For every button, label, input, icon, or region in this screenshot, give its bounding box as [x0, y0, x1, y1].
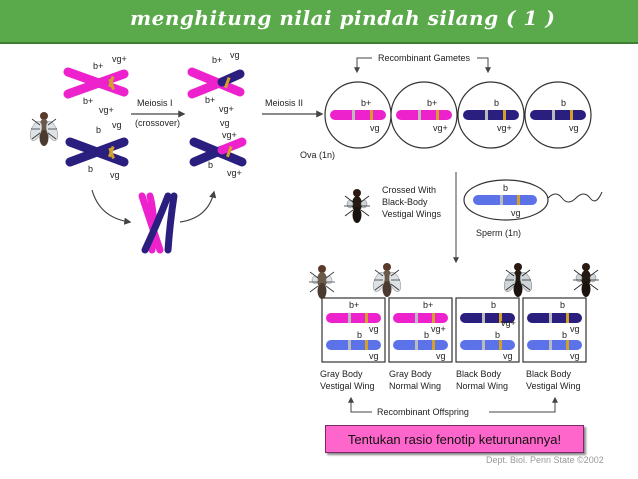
label-vg-plus: vg+ — [433, 123, 448, 133]
label-vg: vg — [570, 351, 580, 361]
label-b: b — [96, 125, 101, 135]
label-vg: vg — [110, 170, 120, 180]
crossed-with-label: Crossed With — [382, 185, 436, 195]
label-b-plus: b+ — [205, 95, 215, 105]
ovum-3 — [457, 81, 525, 149]
offspring-phenotype-1-line2: Vestigal Wing — [320, 381, 375, 391]
label-vg: vg — [570, 324, 580, 334]
label-b: b — [208, 160, 213, 170]
label-vg: vg — [112, 120, 122, 130]
label-b-plus: b+ — [361, 98, 371, 108]
label-b-plus: b+ — [423, 300, 433, 310]
label-b: b — [357, 330, 362, 340]
fly-icon — [27, 111, 61, 147]
label-vg: vg — [569, 123, 579, 133]
label-vg-plus: vg+ — [219, 104, 234, 114]
question-callout: Tentukan rasio fenotip keturunannya! — [325, 425, 584, 453]
slide-title: menghitung nilai pindah silang ( 1 ) — [130, 6, 556, 30]
label-vg: vg — [220, 118, 230, 128]
label-vg-plus: vg+ — [222, 130, 237, 140]
label-b: b — [503, 183, 508, 193]
label-vg: vg — [230, 50, 240, 60]
offspring-fly-icon — [572, 262, 600, 298]
label-b: b — [560, 300, 565, 310]
chromosome-pair-recombined-top — [187, 67, 245, 99]
offspring-box-3 — [455, 297, 520, 363]
crossover-chromatids — [138, 192, 178, 254]
offspring-phenotype-3-line1: Black Body — [456, 369, 502, 379]
label-vg: vg — [369, 324, 379, 334]
label-vg-plus: vg+ — [227, 168, 242, 178]
meiosis-two-label: Meiosis II — [265, 98, 303, 108]
offspring-box-1 — [321, 297, 386, 363]
vestigal-wings-label: Vestigal Wings — [382, 209, 442, 219]
label-b: b — [561, 98, 566, 108]
label-b: b — [562, 330, 567, 340]
offspring-phenotype-4-line2: Vestigal Wing — [526, 381, 581, 391]
label-b-plus: b+ — [349, 300, 359, 310]
label-b-plus: b+ — [83, 96, 93, 106]
label-b: b — [424, 330, 429, 340]
label-vg: vg — [503, 351, 513, 361]
chromosome-pair-navy — [65, 137, 129, 167]
label-b: b — [88, 164, 93, 174]
label-b-plus: b+ — [93, 61, 103, 71]
label-vg: vg — [511, 208, 521, 218]
label-vg-plus: vg+ — [112, 54, 127, 64]
recombinant-offspring-label: Recombinant Offspring — [377, 407, 469, 417]
source-credit: Dept. Biol. Penn State ©2002 — [486, 455, 604, 465]
ovum-4 — [524, 81, 592, 149]
offspring-phenotype-1-line1: Gray Body — [320, 369, 363, 379]
label-vg: vg — [369, 351, 379, 361]
chromosome-pair-recombined-bottom — [189, 137, 247, 167]
ova-label: Ova (1n) — [300, 150, 335, 160]
offspring-fly-icon — [308, 264, 336, 300]
label-b: b — [491, 300, 496, 310]
chromosome-pair-magenta — [63, 67, 129, 99]
ovum-2 — [390, 81, 458, 149]
question-text: Tentukan rasio fenotip keturunannya! — [347, 431, 562, 447]
label-vg-plus: vg+ — [501, 318, 516, 328]
black-body-fly-icon — [343, 188, 371, 224]
offspring-box-2 — [388, 297, 453, 363]
meiosis-one-label: Meiosis I — [137, 98, 173, 108]
offspring-fly-icon — [501, 262, 535, 298]
recombinant-gametes-label: Recombinant Gametes — [378, 53, 471, 63]
label-b-plus: b+ — [427, 98, 437, 108]
offspring-box-4 — [522, 297, 587, 363]
label-vg: vg — [370, 123, 380, 133]
ovum-1 — [324, 81, 392, 149]
sperm-label: Sperm (1n) — [476, 228, 521, 238]
offspring-phenotype-3-line2: Normal Wing — [456, 381, 508, 391]
label-b: b — [494, 98, 499, 108]
black-body-label: Black-Body — [382, 197, 428, 207]
crossover-label: (crossover) — [135, 118, 180, 128]
label-b-plus: b+ — [212, 55, 222, 65]
title-bar: menghitung nilai pindah silang ( 1 ) — [0, 0, 638, 44]
label-vg-plus: vg+ — [497, 123, 512, 133]
offspring-phenotype-4-line1: Black Body — [526, 369, 572, 379]
offspring-phenotype-2-line1: Gray Body — [389, 369, 432, 379]
offspring-fly-icon — [370, 262, 404, 298]
label-vg-plus: vg+ — [99, 105, 114, 115]
label-vg-plus: vg+ — [431, 324, 446, 334]
label-vg: vg — [436, 351, 446, 361]
sperm-cell — [463, 179, 603, 221]
offspring-phenotype-2-line2: Normal Wing — [389, 381, 441, 391]
label-b: b — [495, 330, 500, 340]
